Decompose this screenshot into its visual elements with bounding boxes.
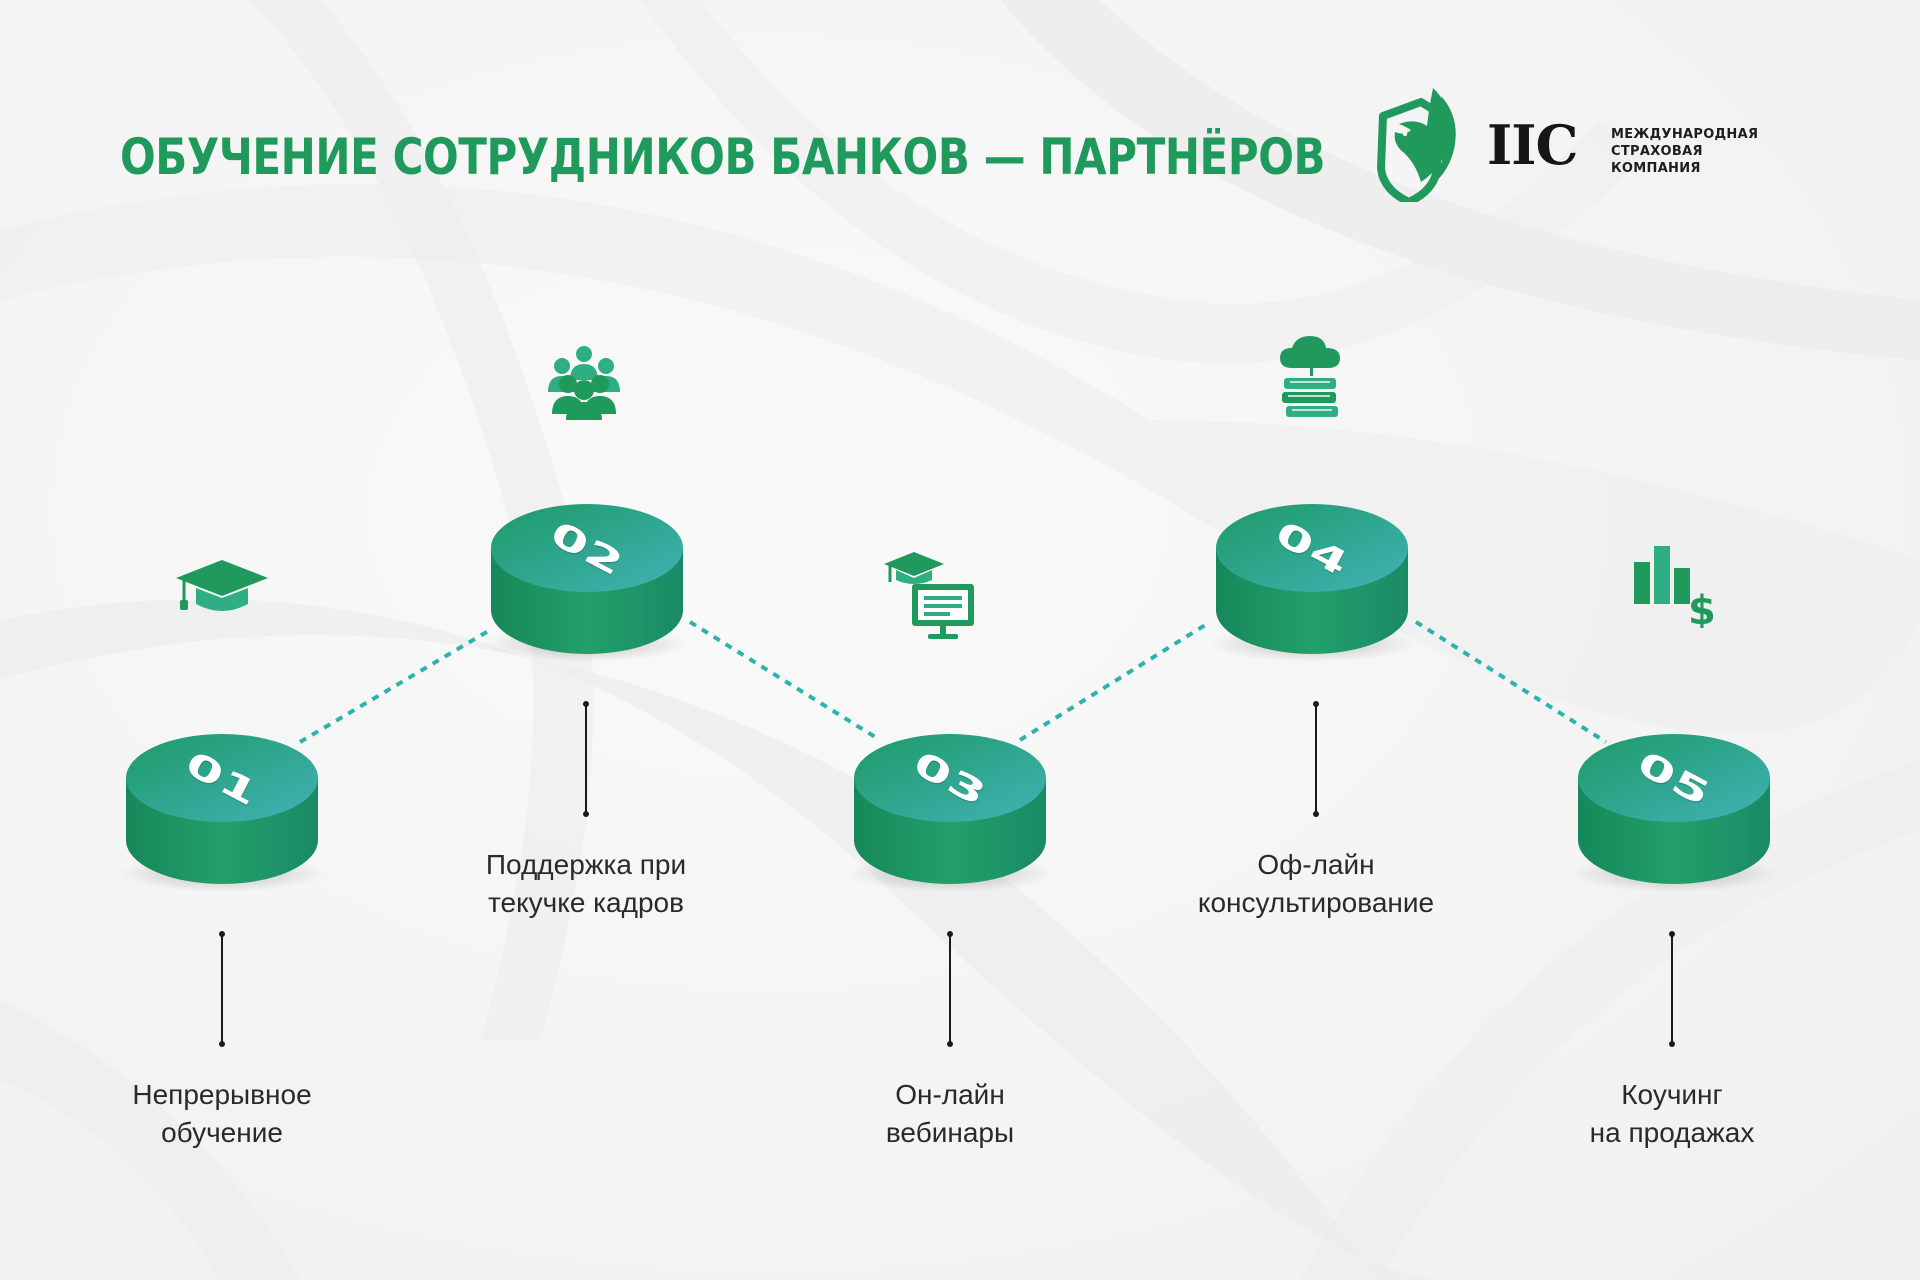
step-03-disc: 03: [850, 728, 1050, 892]
step-03-pointer: [944, 931, 956, 1047]
company-logo: IIC МЕЖДУНАРОДНАЯ СТРАХОВАЯ КОМПАНИЯ: [1375, 82, 1775, 212]
sales-chart-dollar-icon: $: [1634, 546, 1716, 628]
step-04-label: Оф-лайн консультирование: [1197, 849, 1435, 918]
step-01-disc: 01: [122, 728, 322, 892]
online-learning-monitor-icon: [884, 552, 974, 639]
step-04-disc: 04: [1212, 498, 1412, 662]
step-02-disc: 02: [487, 498, 687, 662]
connector-line-2-3: [688, 620, 882, 742]
step-01-pointer: [216, 931, 228, 1047]
step-03-label: Он-лайн вебинары: [885, 1079, 1015, 1148]
cloud-books-icon: [1280, 336, 1340, 417]
step-02-label: Поддержка при текучке кадров: [485, 849, 687, 918]
step-01-label: Непрерывное обучение: [132, 1079, 312, 1148]
connector-line-3-4: [1018, 620, 1212, 742]
step-05-pointer: [1666, 931, 1678, 1047]
step-04-pointer: [1310, 701, 1322, 817]
connector-line-1-2: [298, 628, 492, 744]
connector-line-4-5: [1414, 620, 1608, 744]
logo-company-name: МЕЖДУНАРОДНАЯ СТРАХОВАЯ КОМПАНИЯ: [1611, 127, 1759, 176]
page-title: ОБУЧЕНИЕ СОТРУДНИКОВ БАНКОВ — ПАРТНЁРОВ: [120, 128, 1326, 186]
step-05-label: Коучинг на продажах: [1589, 1079, 1755, 1148]
logo-abbreviation: IIC: [1487, 113, 1578, 177]
svg-text:$: $: [1688, 588, 1716, 628]
step-05-disc: 05: [1574, 728, 1774, 892]
step-02-pointer: [580, 701, 592, 817]
team-group-icon: [548, 346, 620, 420]
graduation-cap-icon: [176, 560, 268, 611]
eagle-shield-icon: [1377, 88, 1456, 202]
